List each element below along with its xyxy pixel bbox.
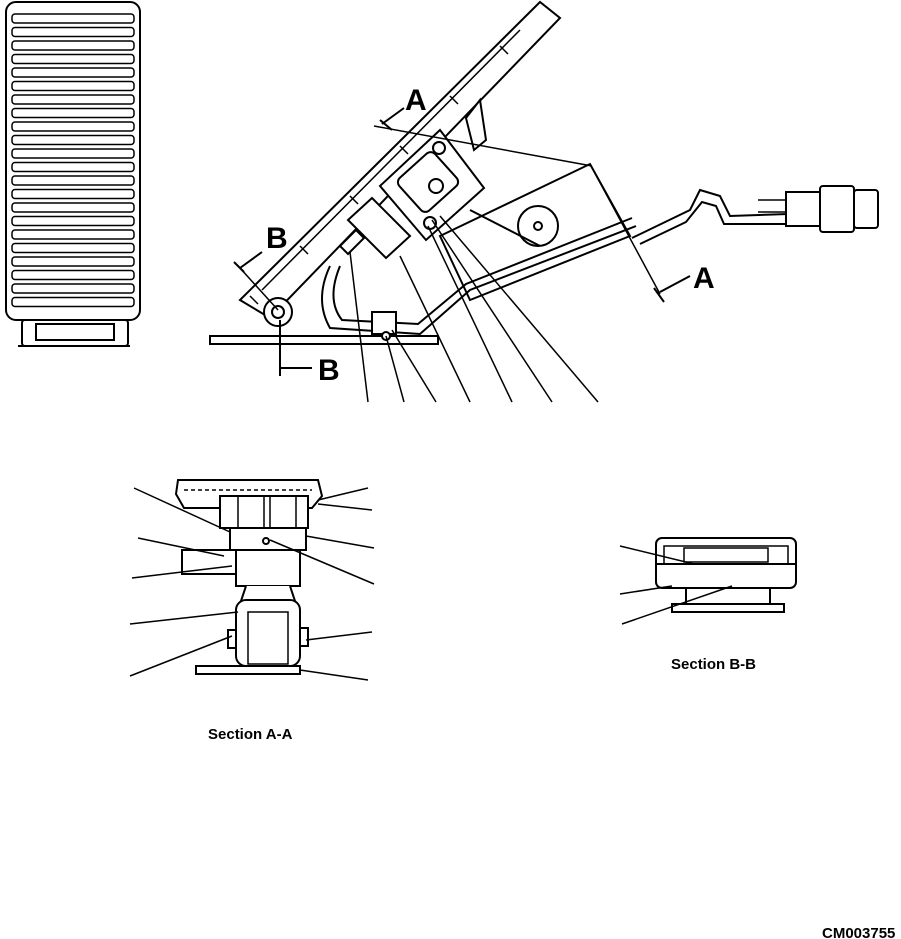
section-cut-lines — [233, 107, 691, 376]
pedal-rib — [11, 40, 135, 51]
pedal-ribs — [11, 13, 135, 308]
pedal-rib — [11, 80, 135, 92]
pedal-rib — [11, 148, 135, 159]
pedal-rib — [11, 242, 135, 254]
pedal-rib — [11, 175, 135, 186]
pedal-rib — [11, 121, 135, 132]
cut-label-b-top: B — [266, 222, 288, 255]
pedal-rib — [11, 94, 135, 105]
pedal-rib — [11, 256, 135, 267]
pedal-rib — [11, 215, 135, 227]
pedal-rib — [11, 161, 135, 173]
section-bb-view — [655, 537, 797, 613]
pedal-rib — [11, 283, 135, 294]
pedal-rib — [11, 107, 135, 119]
callout-leaders-side-view — [349, 215, 599, 403]
pedal-rib — [11, 296, 135, 308]
drawing-code: CM003755 — [822, 925, 895, 939]
pedal-rib — [11, 229, 135, 240]
pedal-rib — [11, 53, 135, 65]
pedal-rib — [11, 269, 135, 281]
pedal-rib — [11, 26, 135, 38]
cut-label-a-right: A — [693, 262, 715, 295]
callout-leaders-section-aa — [129, 487, 375, 681]
cut-label-b-bottom: B — [318, 354, 340, 387]
pedal-rib — [11, 188, 135, 200]
cut-label-a-top: A — [405, 84, 427, 117]
callout-leaders-section-bb — [619, 545, 733, 625]
pedal-rib — [11, 134, 135, 146]
section-bb-caption: Section B-B — [671, 656, 756, 673]
pedal-rib — [11, 67, 135, 78]
pedal-front-view — [5, 1, 141, 347]
section-aa-caption: Section A-A — [208, 726, 293, 743]
pedal-rib — [11, 202, 135, 213]
section-aa-view — [174, 479, 324, 675]
pedal-side-view — [209, 0, 879, 345]
pedal-rib — [11, 13, 135, 24]
